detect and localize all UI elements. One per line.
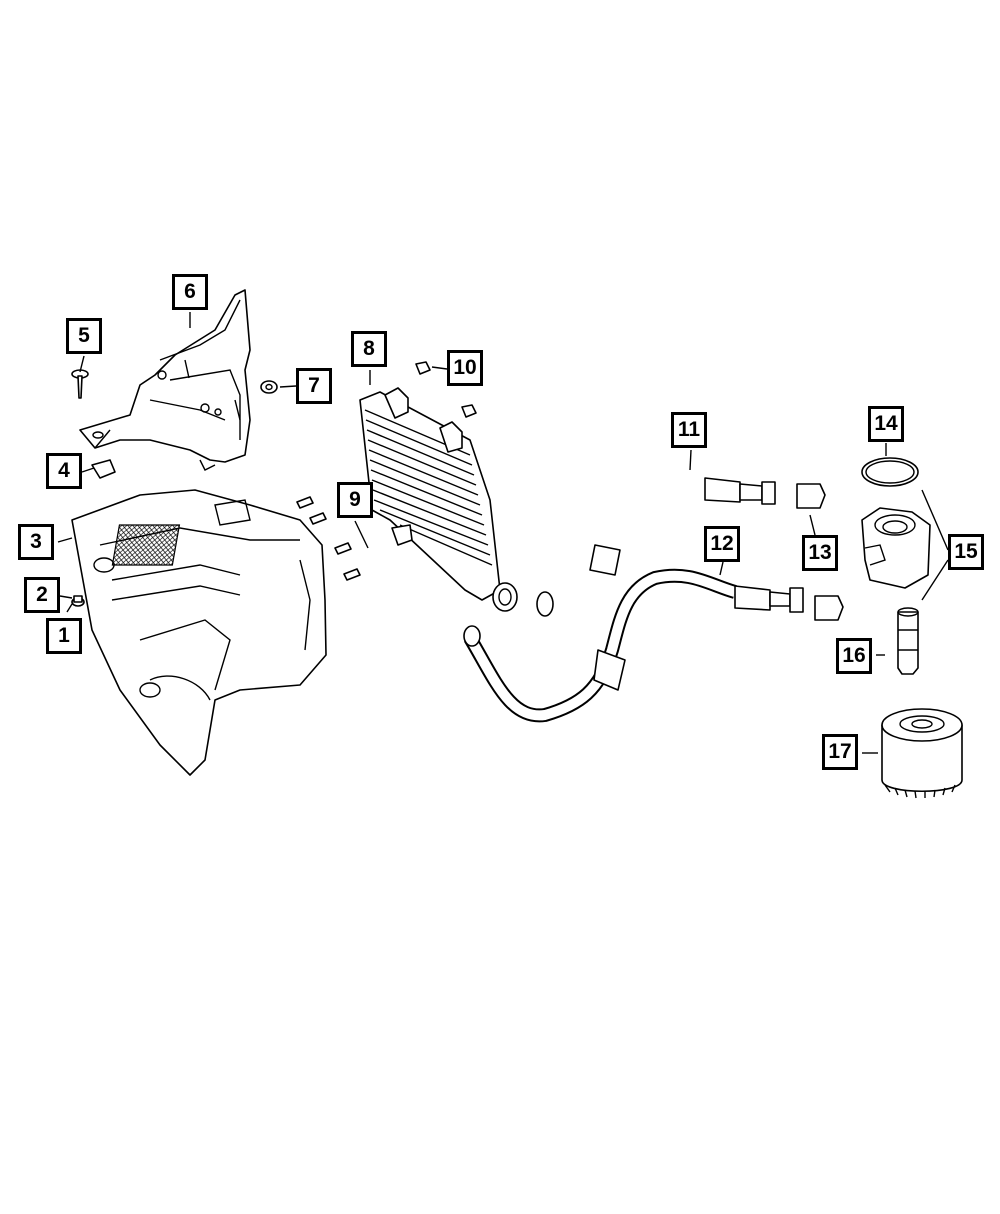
push-pins — [296, 496, 361, 581]
callout-9: 9 — [337, 482, 373, 518]
leader-lines — [57, 312, 949, 754]
callout-1: 1 — [46, 618, 82, 654]
oil-cooler — [359, 387, 518, 612]
splash-shield — [71, 489, 327, 776]
callout-16: 16 — [836, 638, 872, 674]
oil-filter-part-17 — [881, 708, 963, 799]
callout-14: 14 — [868, 406, 904, 442]
fittings-part-13 — [796, 483, 844, 621]
callout-3: 3 — [18, 524, 54, 560]
callout-8: 8 — [351, 331, 387, 367]
callout-13: 13 — [802, 535, 838, 571]
callout-6: 6 — [172, 274, 208, 310]
callout-10: 10 — [447, 350, 483, 386]
bolt-part-5 — [71, 369, 89, 399]
callout-4: 4 — [46, 453, 82, 489]
callout-11: 11 — [671, 412, 707, 448]
mounting-bracket — [79, 289, 251, 471]
callout-12: 12 — [704, 526, 740, 562]
callout-2: 2 — [24, 577, 60, 613]
nuts-part-10 — [415, 361, 477, 418]
stud-part-16 — [897, 607, 919, 675]
callout-15: 15 — [948, 534, 984, 570]
bolt-part-2 — [71, 595, 85, 607]
clip-part-4 — [91, 459, 116, 479]
filter-adapter-part-15 — [861, 507, 931, 589]
hose-part-12 — [463, 568, 804, 723]
nut-part-7 — [260, 380, 278, 394]
callout-17: 17 — [822, 734, 858, 770]
callout-5: 5 — [66, 318, 102, 354]
callout-7: 7 — [296, 368, 332, 404]
o-ring-part-14 — [861, 457, 919, 487]
hose-part-11 — [536, 466, 776, 617]
